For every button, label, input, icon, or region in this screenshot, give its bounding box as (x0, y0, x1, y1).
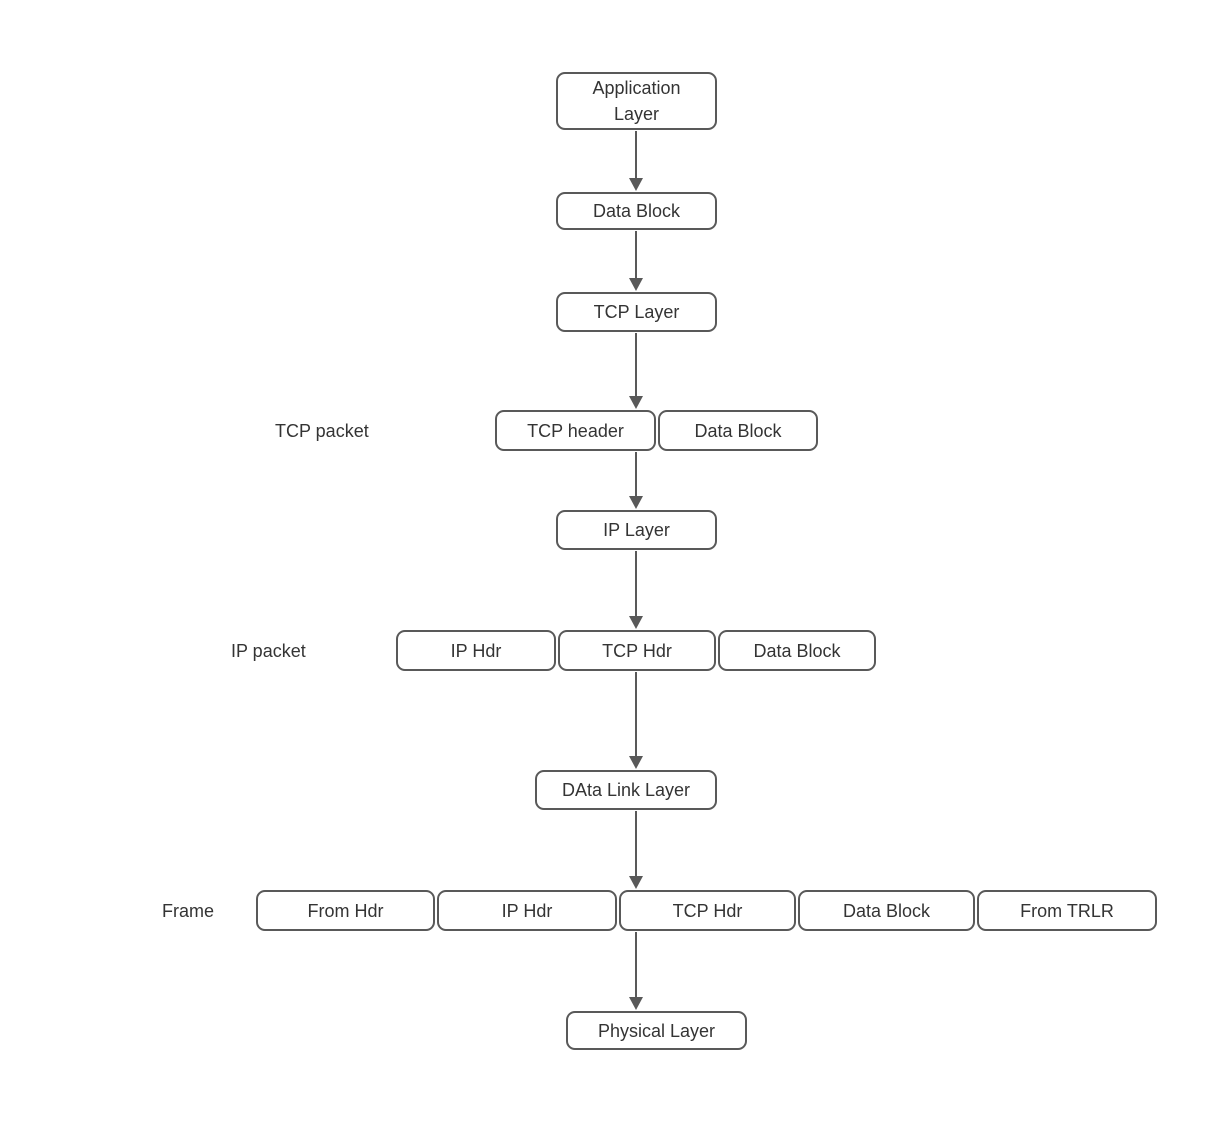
frame-from-trlr-box: From TRLR (977, 890, 1157, 931)
frame-row-label: Frame (162, 901, 215, 921)
ip-packet-tcp-hdr-box: TCP Hdr (558, 630, 716, 671)
arrow-frame-to-physical-icon (629, 932, 643, 1010)
tcp-packet-tcp-header-box: TCP header (495, 410, 656, 451)
ip-packet-row-label: IP packet (231, 641, 306, 661)
tcp-packet-data-block-box: Data Block (658, 410, 818, 451)
data-block-box: Data Block (556, 192, 717, 230)
ip-packet-ip-hdr-box: IP Hdr (396, 630, 556, 671)
arrow-application-to-datablock-icon (629, 131, 643, 191)
frame-from-hdr-box: From Hdr (256, 890, 435, 931)
arrow-datablock-to-tcplayer-icon (629, 231, 643, 291)
ip-layer-box: IP Layer (556, 510, 717, 550)
ip-packet-data-block-box: Data Block (718, 630, 876, 671)
physical-layer-box: Physical Layer (566, 1011, 747, 1050)
arrow-datalink-to-frame-icon (629, 811, 643, 889)
frame-tcp-hdr-box: TCP Hdr (619, 890, 796, 931)
tcp-packet-row-label: TCP packet (275, 421, 369, 441)
frame-ip-hdr-box: IP Hdr (437, 890, 617, 931)
frame-data-block-box: Data Block (798, 890, 975, 931)
arrow-ippacket-to-datalink-icon (629, 672, 643, 769)
application-layer-box: Application Layer (556, 72, 717, 130)
arrow-iplayer-to-ippacket-icon (629, 551, 643, 629)
arrow-tcppacket-to-iplayer-icon (629, 452, 643, 509)
data-link-layer-box: DAta Link Layer (535, 770, 717, 810)
tcp-layer-box: TCP Layer (556, 292, 717, 332)
arrow-tcplayer-to-tcppacket-icon (629, 333, 643, 409)
